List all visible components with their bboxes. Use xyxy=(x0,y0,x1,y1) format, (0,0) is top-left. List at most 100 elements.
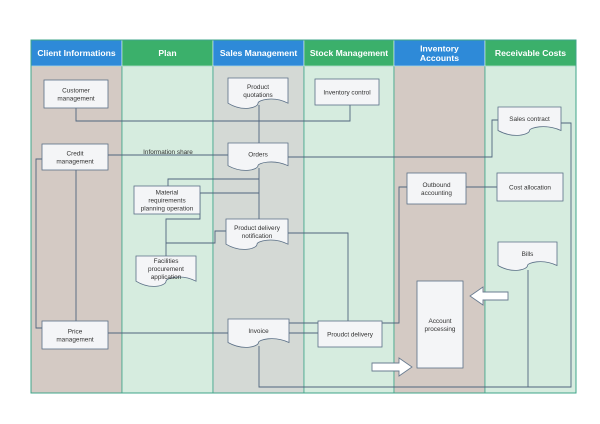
lane-body-plan xyxy=(121,65,214,394)
lane-header-inventory xyxy=(393,39,486,67)
node-label-line: Price xyxy=(68,328,83,335)
node-sales-contract: Sales contract xyxy=(497,106,562,136)
node-label-line: Credit xyxy=(66,150,83,157)
process-box xyxy=(314,78,380,106)
edge-label-information-share: Information share xyxy=(143,149,193,156)
node-label: Orders xyxy=(248,152,268,159)
node-product-delivery: Proudct delivery xyxy=(317,320,383,348)
process-box xyxy=(41,143,109,171)
node-label-line: Proudct delivery xyxy=(327,331,374,338)
orders-to-material xyxy=(167,178,259,186)
node-label-line: Inventory control xyxy=(323,89,370,96)
diagram-frame xyxy=(30,39,577,394)
lane-title-line: Client Informations xyxy=(37,48,116,58)
node-label-line: requirements xyxy=(148,197,185,204)
block-arrow-into-account-processing xyxy=(469,286,509,306)
node-label-line: Outbound xyxy=(422,182,451,189)
node-bills: Bills xyxy=(497,241,558,271)
node-label-line: Product xyxy=(247,84,269,91)
lane-header-client xyxy=(30,39,123,67)
document-shape xyxy=(227,77,289,109)
node-label-line: Product delivery xyxy=(234,225,281,232)
lane-title-sales: Sales Management xyxy=(220,48,298,58)
node-label: Sales contract xyxy=(509,116,550,123)
lane-title-plan: Plan xyxy=(158,48,176,58)
node-orders: Orders xyxy=(227,142,289,171)
node-label: Cost allocation xyxy=(509,184,551,191)
node-label-line: Orders xyxy=(248,152,268,159)
lane-title-client: Client Informations xyxy=(37,48,116,58)
orders-to-facilities xyxy=(165,192,259,256)
lane-plan: Plan xyxy=(121,39,214,394)
node-inventory-control: Inventory control xyxy=(314,78,380,106)
node-label-line: Facilities xyxy=(154,258,179,265)
node-label-line: notification xyxy=(242,233,273,240)
block-arrow-to-account-processing xyxy=(371,357,413,377)
credit-left-loop xyxy=(35,158,42,329)
process-box xyxy=(133,185,201,215)
connectors xyxy=(35,105,572,388)
process-box xyxy=(43,79,109,109)
process-box xyxy=(496,172,564,202)
document-shape xyxy=(225,218,289,250)
document-shape xyxy=(135,255,197,287)
node-label-line: procurement xyxy=(148,266,184,273)
lane-title-line: Plan xyxy=(158,48,176,58)
process-box xyxy=(41,320,109,350)
node-label-line: processing xyxy=(425,326,456,333)
node-label-line: Cost allocation xyxy=(509,184,551,191)
lane-title-line: Receivable Costs xyxy=(495,48,566,58)
invoice-to-receivable-loop xyxy=(258,122,572,388)
node-label-line: quotations xyxy=(243,92,273,99)
delivery-note-to-planning xyxy=(166,230,232,244)
node-label: Bills xyxy=(522,251,534,258)
lane-receivable: Receivable Costs xyxy=(484,39,577,394)
node-label-line: Material xyxy=(156,189,179,196)
node-label-line: Sales contract xyxy=(509,116,550,123)
document-shape xyxy=(227,318,290,348)
node-label: Invoice xyxy=(248,328,269,335)
node-label-line: management xyxy=(57,95,95,102)
node-label-line: Account xyxy=(428,318,451,325)
lane-header-sales xyxy=(212,39,305,67)
lane-header-receivable xyxy=(484,39,577,67)
node-label-line: Invoice xyxy=(248,328,269,335)
node-label-line: management xyxy=(56,336,94,343)
customer-to-inventory-control xyxy=(75,105,351,122)
node-label: Inventory control xyxy=(323,89,370,96)
node-label-line: Bills xyxy=(522,251,534,258)
lane-title-line: Accounts xyxy=(420,53,459,63)
node-label-line: accounting xyxy=(421,190,452,197)
lane-title-line: Stock Management xyxy=(310,48,388,58)
lane-title-stock: Stock Management xyxy=(310,48,388,58)
orders-to-sales-contract xyxy=(288,119,498,158)
node-cost-allocation: Cost allocation xyxy=(496,172,564,202)
document-shape xyxy=(227,142,289,171)
process-box xyxy=(406,172,467,205)
lane-title-receivable: Receivable Costs xyxy=(495,48,566,58)
delivery-note-to-product-delivery xyxy=(286,232,349,321)
document-shape xyxy=(497,241,558,271)
document-shape xyxy=(497,106,562,136)
process-box xyxy=(416,280,464,369)
node-label: Proudct delivery xyxy=(327,331,374,338)
lane-title-line: Sales Management xyxy=(220,48,298,58)
